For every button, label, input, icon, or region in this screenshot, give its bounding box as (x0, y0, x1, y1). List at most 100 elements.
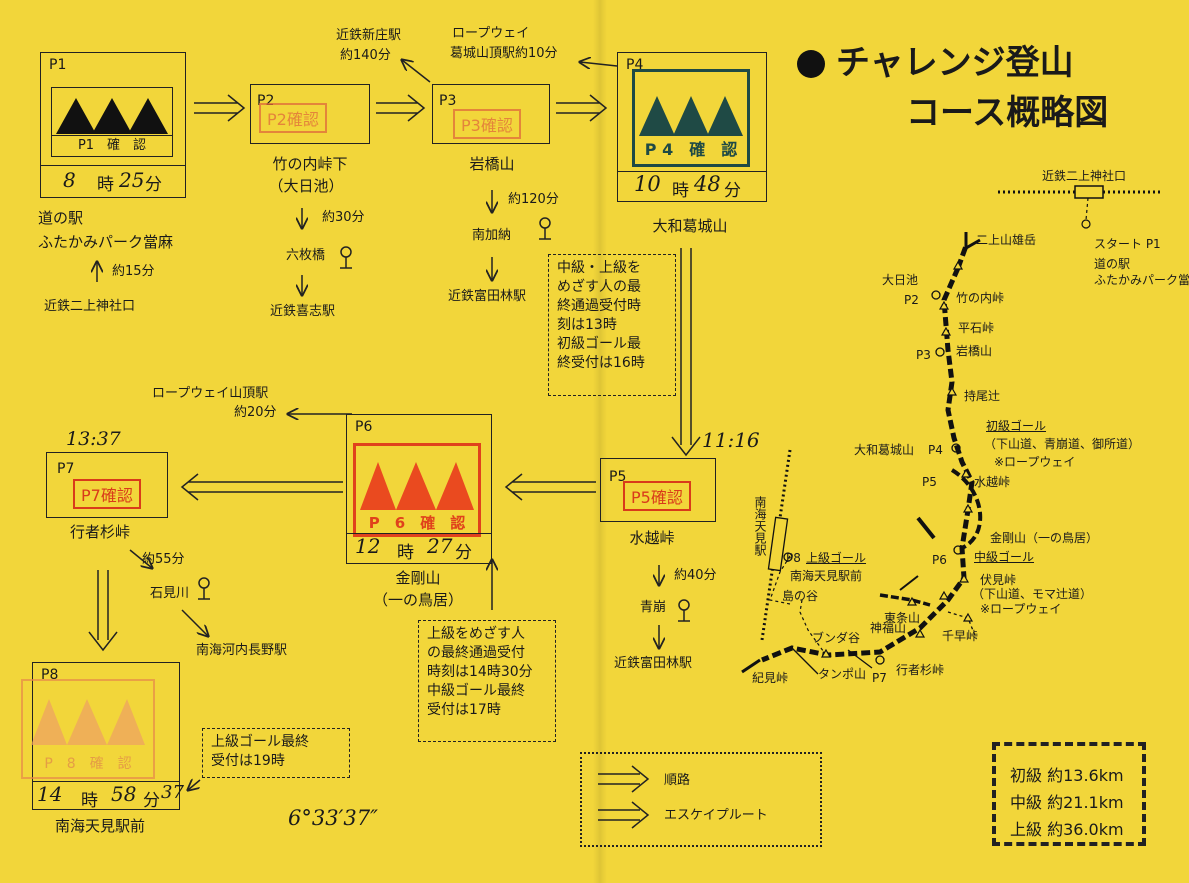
p1-label: P1 (49, 57, 67, 73)
p2-label: P2 (257, 93, 275, 109)
p7-name: 行者杉峠 (69, 523, 131, 541)
level-intermediate: 中級 約21.1km (1010, 793, 1124, 812)
paper-fold (593, 0, 607, 883)
p1-stamp-frame: P1 確 認 (51, 87, 173, 157)
note-mid-box: 中級・上級を めざす人の最 終通過受付時 刻は13時 初級ゴール最 終受付は16… (548, 254, 676, 396)
p6-time-row: 時 分 12 27 (347, 533, 491, 564)
level-beginner: 初級 約13.6km (1010, 766, 1124, 785)
note-high-line: 中級ゴール最終 (427, 683, 525, 699)
p7-via: 石見川 (150, 586, 190, 601)
note-mid-line: 初級ゴール最 (557, 336, 641, 352)
p1-time-min-label: 分 (145, 175, 162, 195)
p7-hand: 13:37 (66, 428, 121, 450)
double-arrow-p4-p5 (671, 248, 701, 457)
p5-station: 近鉄富田林駅 (614, 656, 693, 671)
p6-name2: （一の鳥居） (372, 591, 464, 609)
note-mid-line: めざす人の最 (557, 279, 641, 295)
checkpoint-p5-box: P5 P5確認 (600, 458, 716, 522)
map-mid-goal: 中級ゴール (974, 550, 1035, 564)
map-start2: 道の駅 (1094, 257, 1131, 271)
map-nijo: 二上山雄岳 (976, 233, 1037, 247)
p3-via: 南加納 (472, 228, 512, 243)
map-p2: P2 (904, 293, 919, 307)
p6-rope2: 約20分 (234, 405, 277, 420)
p5-hand: 11:16 (702, 428, 760, 452)
p6-time-hour-label: 時 (397, 543, 414, 563)
p3-dist: 約120分 (508, 192, 559, 207)
p3-station: 近鉄富田林駅 (448, 289, 527, 304)
p2-dist: 約30分 (322, 210, 365, 225)
legend-box: 順路 エスケイプルート (580, 752, 822, 847)
map-jio: 持尾辻 (964, 389, 1001, 403)
p3-stamp: P3確認 (453, 109, 521, 139)
p1-from-dist: 約15分 (112, 264, 155, 279)
checkpoint-p4-box: P4 P 4 確 認 時 分 10 48 (617, 52, 767, 202)
double-arrow-p2-p3 (376, 94, 426, 122)
map-bg-note1: （下山道、青崩道、御所道） (984, 437, 1141, 451)
p3-label: P3 (439, 93, 457, 109)
p1-hand-hour: 8 (63, 168, 76, 192)
p1-from-station: 近鉄二上神社口 (44, 299, 136, 314)
p6-time-min-label: 分 (455, 543, 472, 563)
p3-up1-dist: 約140分 (340, 48, 391, 63)
p1-confirm: P1 確 認 (52, 135, 172, 156)
note-high-line: 受付は17時 (427, 702, 501, 718)
p7-station: 南海河内長野駅 (196, 643, 288, 658)
map-fushimi-note: （下山道、モマ辻道） (972, 587, 1093, 601)
map-p5: P5 (922, 475, 937, 489)
map-start3: ふたかみパーク當麻 (1094, 273, 1189, 287)
mountains-icon (31, 699, 145, 745)
p8-hand-sec: 37 (161, 782, 184, 803)
note-mid-line: 刻は13時 (557, 317, 617, 333)
p6-rope1: ロープウェイ山頂駅 (152, 386, 269, 401)
p7-label: P7 (57, 461, 75, 477)
title-bullet (797, 50, 825, 78)
map-shimanotani: 島の谷 (782, 589, 819, 603)
map-kongo: 金剛山（一の鳥居） (990, 531, 1099, 545)
p2-name2: （大日池） (268, 177, 344, 195)
mountains-icon (56, 98, 168, 134)
map-chihaya: 千早峠 (942, 629, 979, 643)
map-mizukoshi: 水越峠 (974, 475, 1011, 489)
p8-stamp-frame: P 8 確 認 (21, 679, 155, 779)
checkpoint-p7-box: P7 P7確認 (46, 452, 168, 518)
p1-name1: 道の駅 (38, 209, 84, 227)
p5-label: P5 (609, 469, 627, 485)
hand-bottom: 6°33′37″ (288, 806, 378, 830)
p4-stamp-frame: P 4 確 認 (632, 69, 750, 167)
p5-dist: 約40分 (674, 568, 717, 583)
double-arrow-p6-p7 (180, 473, 343, 501)
p4-confirm: P 4 確 認 (644, 140, 738, 159)
note-p8-line: 上級ゴール最終 (211, 734, 309, 750)
title-line2: コース概略図 (906, 93, 1109, 133)
p4-time-min-label: 分 (724, 181, 741, 201)
map-top-station: 近鉄二上神社口 (1042, 169, 1127, 183)
p4-time-row: 時 分 10 48 (618, 171, 766, 202)
p8-confirm: P 8 確 認 (44, 756, 132, 772)
checkpoint-p6-box: P6 P 6 確 認 時 分 12 27 (346, 414, 492, 564)
p6-hand-min: 27 (427, 534, 453, 558)
p7-stamp: P7確認 (73, 479, 141, 509)
p8-hand-hour: 14 (37, 782, 63, 806)
p4-name: 大和葛城山 (652, 217, 728, 235)
p3-up2b: 葛城山頂駅約10分 (450, 46, 558, 61)
legend-route: 順路 (664, 773, 691, 788)
level-advanced: 上級 約36.0km (1010, 820, 1124, 839)
p2-stamp: P2確認 (259, 103, 327, 133)
map-katsuragi: 大和葛城山 (854, 443, 915, 457)
map-kamifuku: 神福山 (870, 621, 907, 635)
p1-time-row: 時 分 8 25 (41, 165, 185, 196)
p8-time-min-label: 分 (143, 791, 160, 811)
note-mid-line: 終通過受付時 (557, 298, 641, 314)
p1-time-hour-label: 時 (97, 175, 114, 195)
double-arrow-p7-p8 (88, 570, 118, 652)
p6-hand-hour: 12 (355, 534, 381, 558)
note-p8-line: 受付は19時 (211, 753, 285, 769)
checkpoint-p3-box: P3 P3確認 (432, 84, 550, 144)
p7-dist: 約55分 (142, 552, 185, 567)
map-hiraishi: 平石峠 (958, 321, 995, 335)
map-adv-goal: 上級ゴール (806, 551, 867, 565)
note-high-line: 上級をめざす人 (427, 626, 525, 642)
map-tanpo: タンポ山 (818, 667, 867, 681)
